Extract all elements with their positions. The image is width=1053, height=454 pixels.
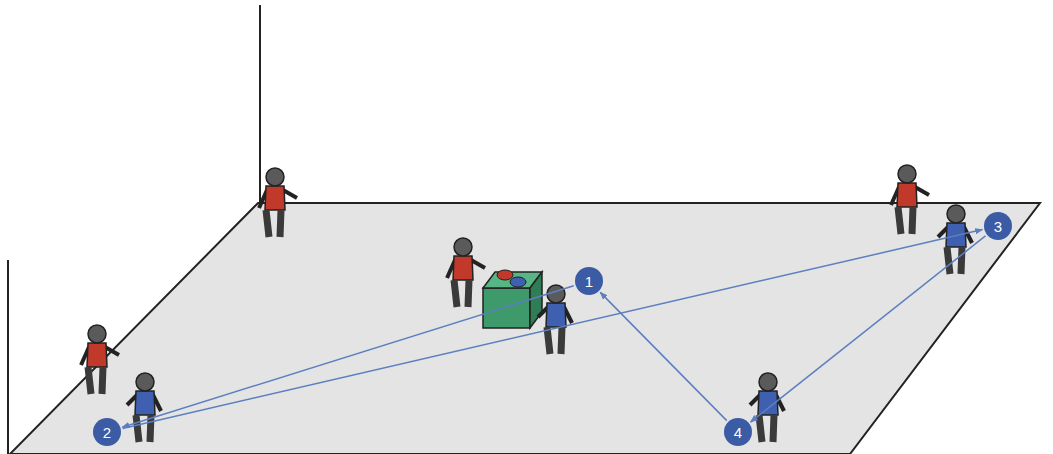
blue-player (750, 373, 784, 442)
pass-arrow (600, 292, 727, 420)
blue-player (127, 373, 161, 442)
cone-box (483, 270, 542, 328)
red-player (81, 325, 119, 394)
blue-player (938, 205, 972, 274)
callout-text: 3 (994, 218, 1002, 235)
callout-number: 3 (984, 212, 1012, 240)
wall-edge (7, 260, 9, 454)
pass-arrow (122, 286, 573, 427)
callout-text: 2 (103, 424, 111, 441)
pass-arrow (123, 230, 983, 429)
callout-text: 4 (734, 424, 742, 441)
callout-number: 4 (724, 418, 752, 446)
callout-text: 1 (585, 273, 593, 290)
red-player (259, 168, 297, 237)
wall-edge (259, 5, 261, 203)
callout-number: 1 (575, 267, 603, 295)
red-player (891, 165, 929, 234)
blue-player (538, 285, 572, 354)
callout-number: 2 (93, 418, 121, 446)
red-player (447, 238, 485, 307)
court-floor (10, 203, 1040, 454)
pass-arrow (751, 236, 986, 422)
